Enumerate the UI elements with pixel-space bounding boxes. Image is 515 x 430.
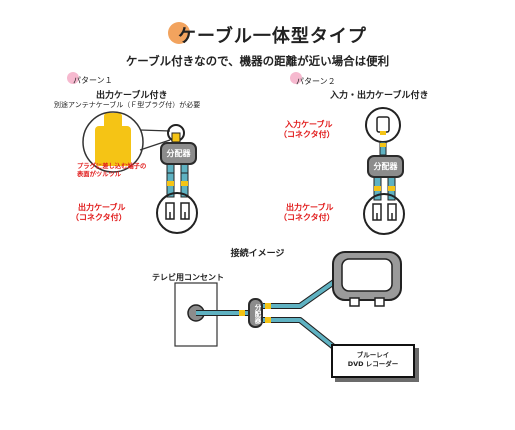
title-accent-dot bbox=[168, 22, 190, 44]
recorder-label-line2: DVD レコーダー bbox=[347, 360, 399, 368]
plug-note-line2: 表面がツルツル bbox=[77, 171, 122, 178]
splitter-to-tv-cable bbox=[263, 280, 336, 308]
plug-zoom-tip bbox=[104, 113, 122, 131]
splitter-connection: 分配器 bbox=[248, 298, 263, 328]
pattern2-input-label-line1: 入力ケーブル bbox=[285, 120, 333, 129]
output-band-right bbox=[181, 181, 188, 186]
plug-zoom-body bbox=[95, 126, 131, 166]
pattern1-badge-dot bbox=[67, 72, 79, 84]
plug-zoom-circle bbox=[82, 111, 144, 173]
zoom-line-bottom bbox=[139, 139, 171, 151]
p2-output-connector-circle bbox=[363, 193, 405, 235]
tv-leg-left bbox=[349, 297, 360, 307]
tv-screen bbox=[341, 258, 393, 292]
pattern2-input-label-line2: （コネクタ付） bbox=[279, 130, 335, 139]
splitter-pattern2: 分配器 bbox=[367, 155, 404, 178]
pattern2-label: パターン２ bbox=[296, 77, 336, 86]
output-connector-circle bbox=[156, 192, 198, 234]
pattern1-note: 別途アンテナケーブル（Ｆ型プラグ付）が必要 bbox=[54, 101, 201, 109]
pattern2-heading: 入力・出力ケーブル付き bbox=[330, 91, 429, 101]
connection-heading: 接続イメージ bbox=[230, 249, 285, 259]
outlet-label: テレビ用コンセント bbox=[152, 273, 224, 282]
connection-graphics bbox=[174, 251, 402, 355]
tv-leg-right bbox=[374, 297, 385, 307]
page-subtitle: ケーブル付きなので、機器の距離が近い場合は便利 bbox=[125, 54, 390, 68]
pattern2-badge-dot bbox=[290, 72, 302, 84]
splitter-to-recorder-cable bbox=[263, 318, 342, 354]
zoom-line-top bbox=[139, 129, 171, 132]
output-band-left bbox=[167, 181, 174, 186]
pattern2-graphics bbox=[363, 107, 405, 235]
recorder-box: ブルーレイ DVD レコーダー bbox=[331, 344, 415, 378]
page-title: ケーブル一体型タイプ bbox=[178, 26, 367, 47]
pattern1-output-label-line1: 出力ケーブル bbox=[78, 203, 126, 212]
pattern1-heading: 出力ケーブル付き bbox=[96, 91, 168, 101]
splitter-input-jack bbox=[171, 132, 181, 143]
plug-note-line1: プラグに差し込む端子の bbox=[77, 163, 147, 170]
pattern1-label: パターン１ bbox=[73, 76, 113, 85]
pattern2-output-label-line2: （コネクタ付） bbox=[279, 213, 335, 222]
input-plug bbox=[376, 116, 390, 133]
pattern1-output-label-line2: （コネクタ付） bbox=[71, 213, 127, 222]
recorder-label-line1: ブルーレイ bbox=[356, 351, 390, 359]
pattern2-output-label-line1: 出力ケーブル bbox=[286, 203, 334, 212]
splitter-pattern1: 分配器 bbox=[160, 142, 197, 165]
